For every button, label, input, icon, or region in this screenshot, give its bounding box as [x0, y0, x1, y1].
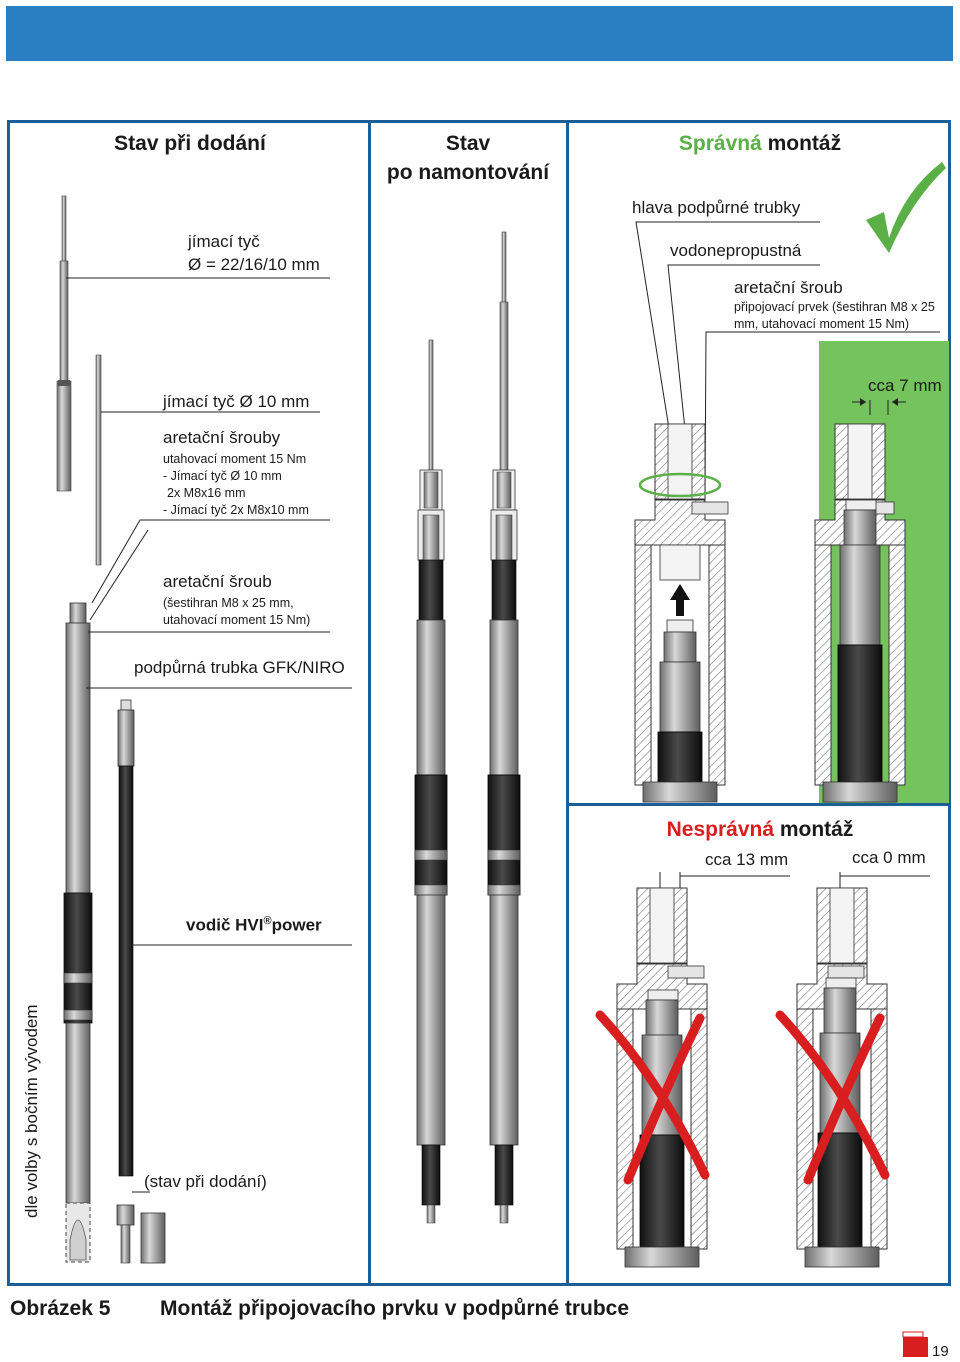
logo-mark: [903, 1337, 928, 1357]
correct-section-after: [814, 423, 906, 803]
correct-screw-line2: mm, utahovací moment 15 Nm): [734, 317, 910, 331]
mounted-assembly-1: [414, 339, 448, 1224]
screw-line1: (šestihran M8 x 25 mm,: [163, 596, 294, 610]
correct-screw-line1: připojovací prvek (šestihran M8 x 25: [734, 300, 935, 314]
figure-label: Obrázek 5: [10, 1297, 111, 1320]
head-label: hlava podpůrné trubky: [632, 198, 801, 217]
screws-line1: utahovací moment 15 Nm: [163, 452, 307, 466]
registered-mark: ®: [263, 915, 272, 927]
support-tube-label: podpůrná trubka GFK/NIRO: [134, 658, 345, 677]
header-band: [6, 6, 953, 61]
rod-label-line2: Ø = 22/16/10 mm: [188, 255, 320, 274]
delivery-title: Stav při dodání: [114, 132, 266, 155]
screw-title: aretační šroub: [163, 572, 272, 591]
page-number: 19: [932, 1343, 949, 1360]
conductor-prefix: vodič HVI: [186, 915, 264, 935]
mounted-title-line1: Stav: [445, 132, 491, 155]
montaz-word: montáž: [767, 132, 842, 155]
mounted-assembly-2: [487, 231, 521, 1224]
gap-7mm-label: cca 7 mm: [868, 376, 942, 395]
rod-label-line1: jímací tyč: [188, 232, 260, 251]
screws-line3: 2x M8x16 mm: [167, 486, 246, 500]
delivery-state-label: (stav při dodání): [144, 1172, 267, 1191]
waterproof-label: vodonepropustná: [670, 241, 802, 260]
incorrect-section-2: [796, 887, 888, 1268]
conductor-label: vodič HVI®power: [186, 915, 322, 936]
screws-title: aretační šrouby: [163, 428, 281, 447]
correct-title: Správná montáž: [570, 132, 950, 156]
incorrect-section-1: [616, 887, 708, 1268]
delivery-rod-10: [95, 354, 102, 566]
incorrect-word: Nesprávná: [666, 818, 775, 841]
delivery-hvi-conductor: [116, 699, 166, 1264]
gap-13mm-label: cca 13 mm: [705, 850, 789, 869]
correct-screw-title: aretační šroub: [734, 278, 843, 297]
incorrect-title: Nesprávná montáž: [570, 818, 950, 842]
cross-mark-1: [595, 1010, 710, 1185]
column-divider-1: [368, 120, 371, 1286]
check-mark: [866, 162, 946, 253]
figure-caption: Montáž připojovacího prvku v podpůrné tr…: [160, 1297, 630, 1320]
delivery-support-tube: [63, 602, 93, 1263]
screws-line2: - Jímací tyč Ø 10 mm: [163, 469, 282, 483]
column-divider-2: [566, 120, 569, 1286]
row-divider: [566, 803, 951, 806]
screw-line2: utahovací moment 15 Nm): [163, 613, 311, 627]
montaz-word-2: montáž: [779, 818, 854, 841]
conductor-suffix: power: [271, 915, 322, 935]
mounted-title-line2: po namontování: [386, 161, 550, 184]
correct-section-before: [634, 423, 729, 803]
figure-frame: [7, 120, 951, 1286]
side-option-label: dle volby s bočním vývodem: [22, 1004, 41, 1218]
gap-0mm-label: cca 0 mm: [852, 848, 926, 867]
delivery-rod: [56, 195, 72, 492]
rod10-label: jímací tyč Ø 10 mm: [163, 392, 310, 411]
correct-word: Správná: [678, 132, 762, 155]
cross-mark-2: [775, 1010, 890, 1185]
screws-line4: - Jímací tyč 2x M8x10 mm: [163, 503, 309, 517]
